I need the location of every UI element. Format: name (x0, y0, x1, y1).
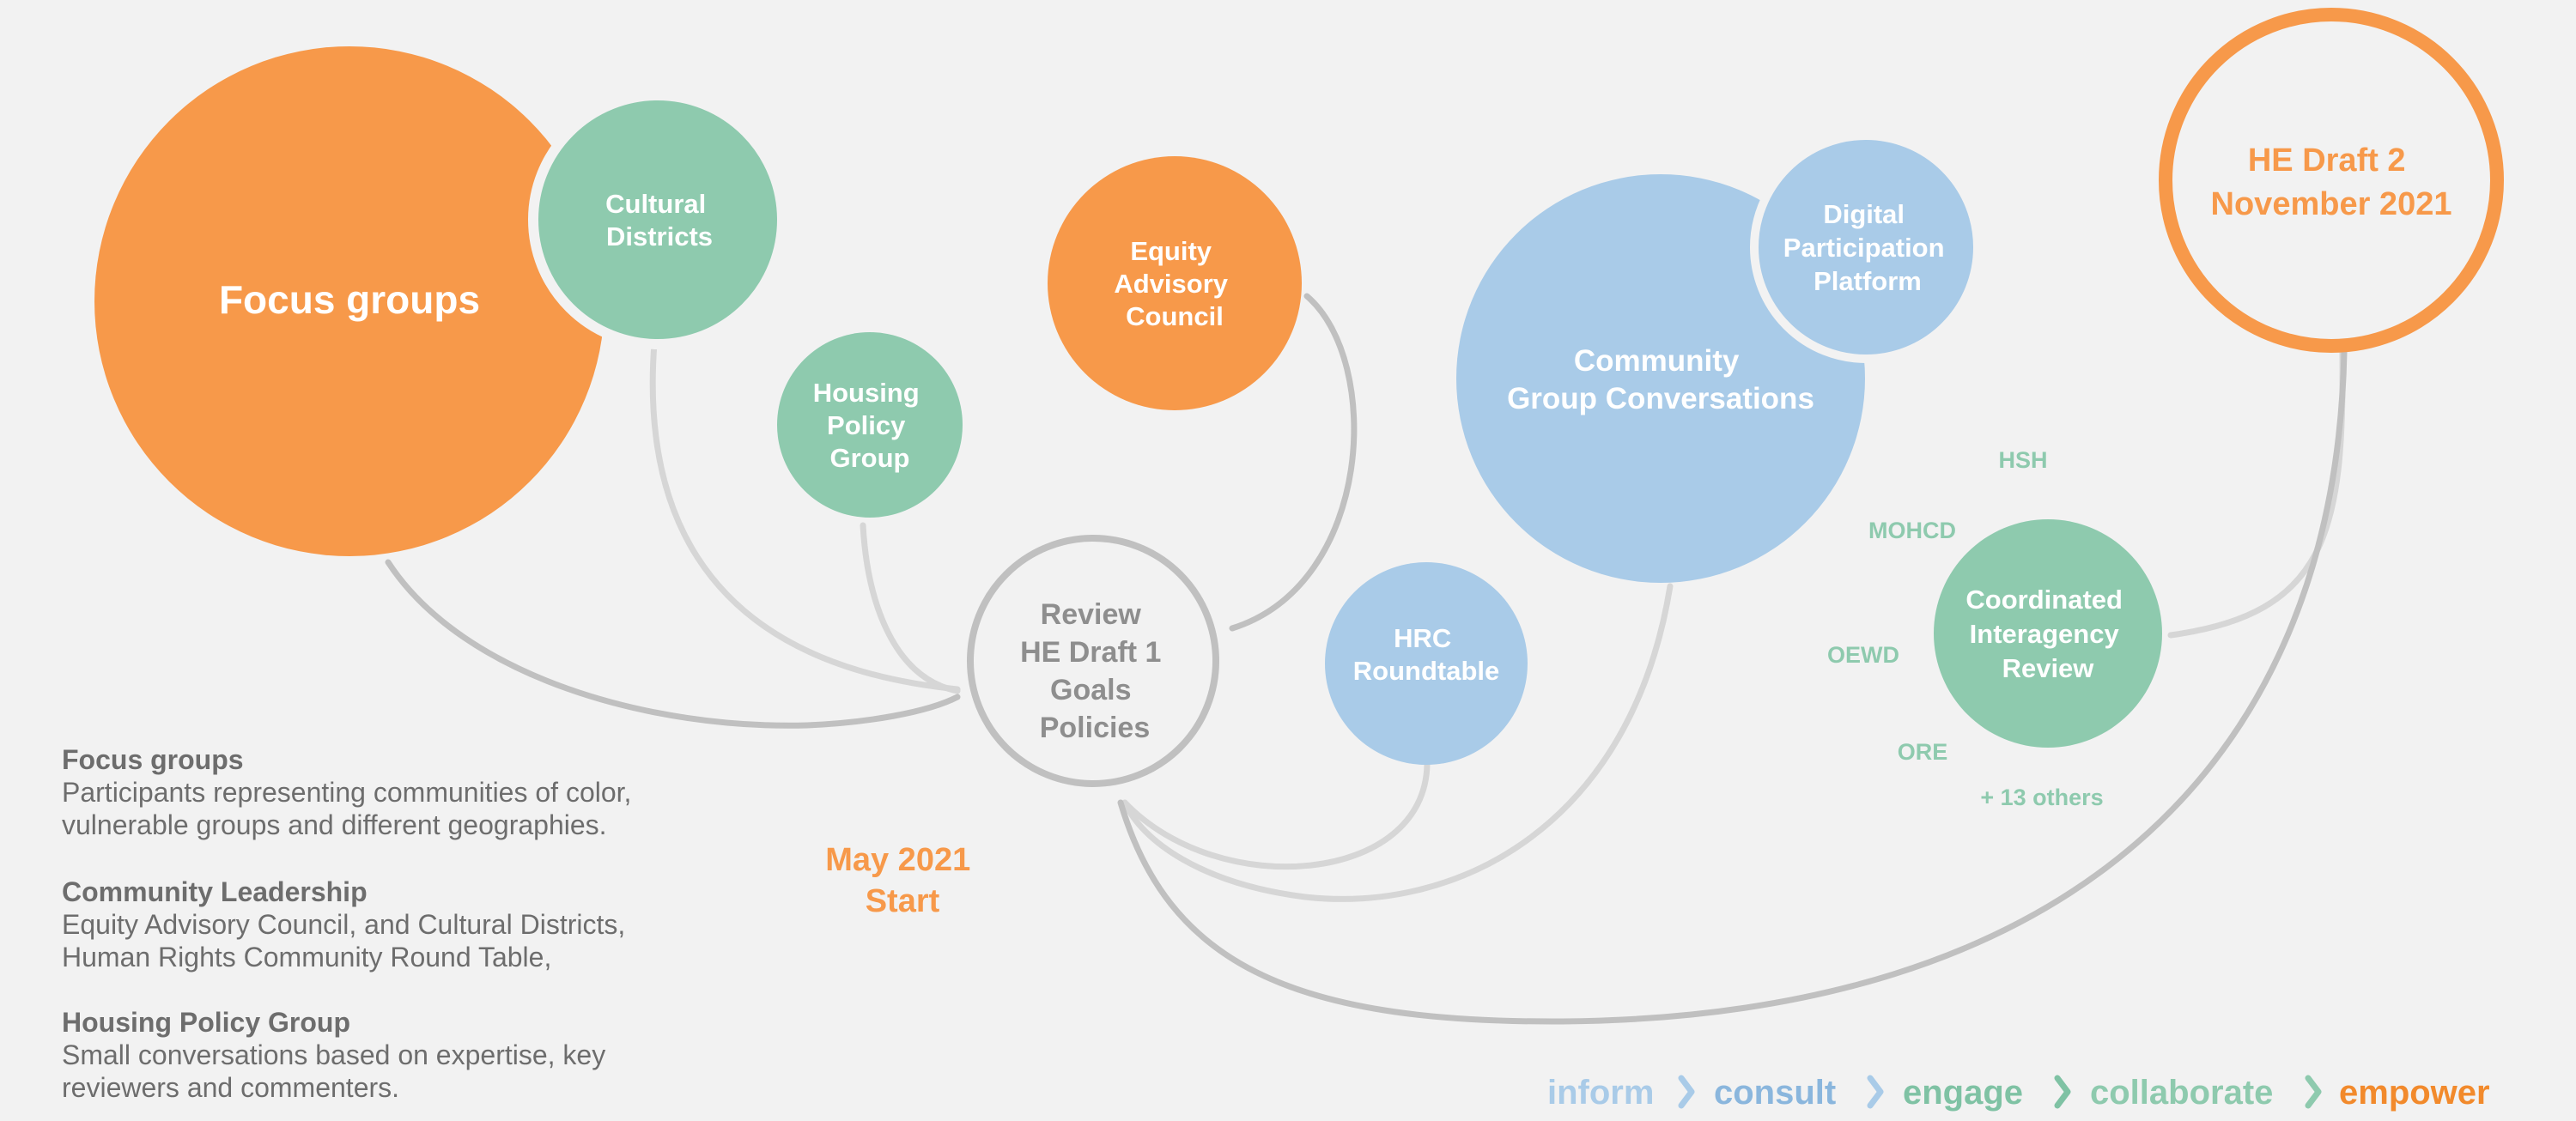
review-line-3: Goals (1050, 674, 1131, 706)
digital-platform-line-3: Platform (1814, 266, 1922, 296)
svg-text:Cultural Districts: Cultural Districts (605, 189, 714, 251)
community-groups-line-2: Group Conversations (1507, 382, 1814, 415)
svg-text:Equity Advisory Co: Equity Advisory Council (1114, 236, 1235, 331)
coordinated-review-line-1: Coordinated (1965, 585, 2123, 615)
hrc-line-1: HRC (1394, 623, 1451, 653)
start-label: Start (866, 883, 940, 919)
agency-oewd: OEWD (1827, 642, 1899, 668)
legend-community-leadership: Community Leadership Equity Advisory Cou… (62, 876, 714, 973)
focus-groups-label: Focus groups (219, 277, 480, 322)
spectrum-inform: inform (1547, 1074, 1654, 1112)
legend-text-line: Human Rights Community Round Table, (62, 942, 552, 973)
cultural-districts-line-2: Districts (606, 221, 713, 251)
he-draft-2-line-2: November 2021 (2211, 186, 2452, 222)
svg-text:May 2021 Start: May 2021 Start (825, 842, 980, 919)
coordinated-review-line-2: Interagency (1970, 619, 2120, 649)
review-line-2: HE Draft 1 (1020, 636, 1161, 669)
spectrum-engage: engage (1903, 1074, 2023, 1112)
digital-platform-line-1: Digital (1823, 199, 1905, 229)
svg-text:Review HE Draft 1: Review HE Draft 1 Goals Policies (1020, 598, 1170, 744)
hrc-line-2: Roundtable (1353, 656, 1500, 686)
digital-platform-line-2: Participation (1783, 233, 1945, 263)
chevron-right-icon (1867, 1075, 1884, 1109)
svg-text:Digital Participation: Digital Participation Platform (1783, 199, 1952, 296)
legend-heading: Community Leadership (62, 876, 368, 907)
svg-text:HE Draft 2 November 2021: HE Draft 2 November 2021 (2211, 142, 2452, 222)
chevron-right-icon (2054, 1075, 2071, 1109)
svg-text:HRC Roundtable: HRC Roundtable (1353, 623, 1500, 686)
spectrum-consult: consult (1714, 1074, 1836, 1112)
connector-equity-council (1229, 293, 1358, 632)
agency-others: + 13 others (1980, 785, 2103, 810)
review-line-1: Review (1041, 598, 1142, 631)
connector-cultural-districts (649, 340, 961, 693)
he-draft-2-line-1: HE Draft 2 (2248, 142, 2406, 179)
connector-hrc (1121, 760, 1431, 870)
bubble-hrc-roundtable: HRC Roundtable (1325, 562, 1528, 765)
equity-council-line-2: Advisory (1114, 269, 1228, 299)
cultural-districts-line-1: Cultural (605, 189, 706, 219)
agency-hsh: HSH (1998, 447, 2047, 473)
legend-text-line: Participants representing communities of… (62, 777, 632, 808)
spectrum-empower: empower (2339, 1074, 2490, 1112)
legend-heading: Housing Policy Group (62, 1007, 351, 1038)
svg-text:Coordinated Interagency: Coordinated Interagency Review (1965, 585, 2129, 683)
bubble-he-draft-2: HE Draft 2 November 2021 (2159, 8, 2504, 353)
svg-text:Housing Policy Gro: Housing Policy Group (813, 378, 927, 473)
legend-housing-policy-group: Housing Policy Group Small conversations… (62, 1006, 714, 1104)
bubble-coordinated-interagency-review: Coordinated Interagency Review (1934, 519, 2162, 748)
connector-coordinated-review (2167, 348, 2346, 639)
connector-community-groups (1121, 583, 1674, 902)
equity-council-line-3: Council (1126, 301, 1224, 331)
coordinated-review-line-3: Review (2002, 653, 2095, 683)
engagement-spectrum: inform consult engage collaborate empowe… (1547, 1074, 2490, 1112)
bubble-housing-policy-group: Housing Policy Group (777, 332, 963, 518)
housing-policy-line-1: Housing (813, 378, 920, 408)
bubble-equity-advisory-council: Equity Advisory Council (1048, 156, 1302, 410)
chevron-right-icon (1678, 1075, 1695, 1109)
bubble-digital-participation-platform: Digital Participation Platform (1750, 131, 1982, 363)
chevron-right-icon (2305, 1075, 2322, 1109)
bubble-cultural-districts: Cultural Districts (528, 90, 787, 349)
review-line-4: Policies (1040, 712, 1151, 744)
connector-focus-groups (385, 559, 961, 729)
agency-ore: ORE (1898, 739, 1948, 765)
legend-text-line: Small conversations based on expertise, … (62, 1039, 606, 1070)
housing-policy-line-2: Policy (827, 410, 906, 440)
svg-text:Community Group Conversa: Community Group Conversations (1507, 344, 1814, 415)
connector-housing-policy (860, 522, 961, 694)
legend-text-line: reviewers and commenters. (62, 1072, 400, 1103)
equity-council-line-1: Equity (1130, 236, 1212, 266)
community-groups-line-1: Community (1574, 344, 1740, 378)
agency-mohcd: MOHCD (1868, 518, 1956, 543)
bubble-review-he-draft-1: Review HE Draft 1 Goals Policies (967, 535, 1219, 787)
legend-text-line: vulnerable groups and different geograph… (62, 809, 607, 840)
legend-heading: Focus groups (62, 744, 244, 775)
spectrum-collaborate: collaborate (2090, 1074, 2273, 1112)
start-date: May 2021 (825, 842, 970, 878)
connector-he-draft-2 (1117, 348, 2348, 1025)
legend-focus-groups: Focus groups Participants representing c… (62, 743, 714, 841)
legend-text-line: Equity Advisory Council, and Cultural Di… (62, 909, 626, 940)
bubble-focus-groups: Focus groups (94, 46, 605, 556)
housing-policy-line-3: Group (830, 443, 910, 473)
